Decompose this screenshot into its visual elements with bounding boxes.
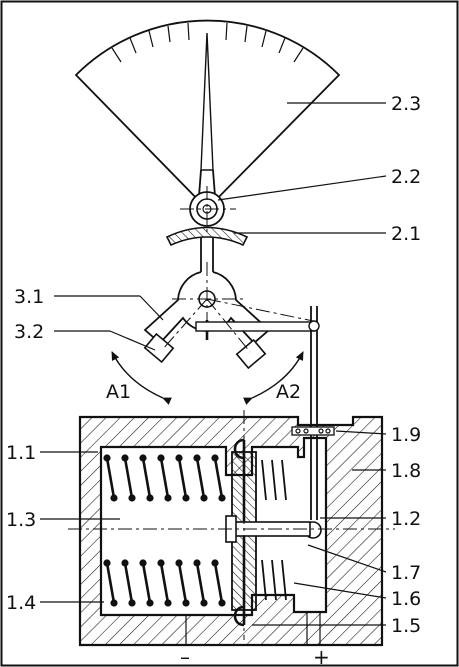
seal	[291, 426, 335, 436]
label-1-4: 1.4	[6, 592, 36, 614]
label-a2: A2	[276, 381, 301, 403]
connecting-rod	[304, 306, 322, 539]
label-1-6: 1.6	[391, 588, 421, 610]
pointer-needle	[198, 32, 216, 197]
label-1-9: 1.9	[391, 424, 421, 446]
label-2-2: 2.2	[391, 166, 421, 188]
label-3-1: 3.1	[14, 286, 44, 308]
scale-sector	[74, 19, 341, 211]
weight-right	[161, 298, 267, 370]
label-1-7: 1.7	[391, 562, 421, 584]
leader-lines	[40, 102, 387, 626]
spring-lower	[105, 562, 224, 604]
label-1-2: 1.2	[391, 508, 421, 530]
housing	[78, 415, 384, 647]
label-1-5: 1.5	[391, 615, 421, 637]
label-1-3: 1.3	[6, 509, 36, 531]
terminal-plus: +	[313, 645, 330, 667]
label-a1: A1	[106, 381, 131, 403]
label-1-8: 1.8	[391, 460, 421, 482]
label-2-1: 2.1	[391, 223, 421, 245]
rotation-arrow-a2	[243, 351, 304, 405]
gear-segment	[165, 226, 249, 247]
label-3-2: 3.2	[14, 321, 44, 343]
pointer-pivot	[180, 186, 236, 232]
label-1-1: 1.1	[6, 442, 36, 464]
label-2-3: 2.3	[391, 93, 421, 115]
spring-right	[261, 459, 287, 601]
rotation-arrow-a1	[111, 351, 172, 405]
terminal-minus: –	[180, 645, 190, 667]
spring-upper	[105, 457, 224, 499]
